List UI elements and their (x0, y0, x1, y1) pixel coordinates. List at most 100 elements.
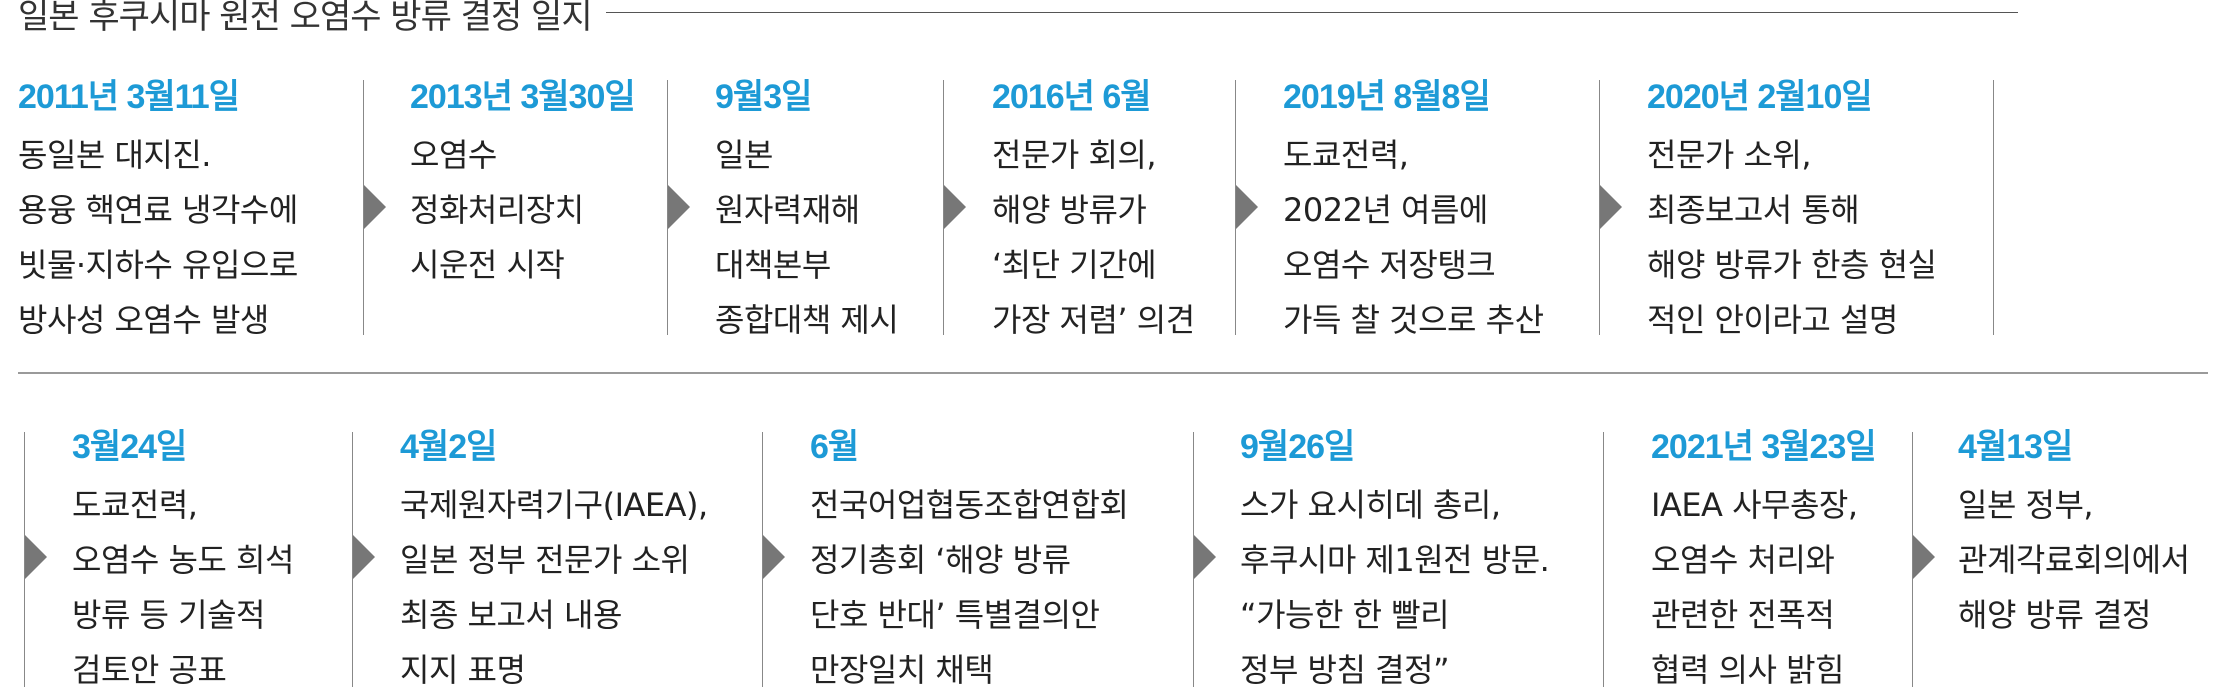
entry-line: 용융 핵연료 냉각수에 (18, 191, 298, 229)
page-title: 일본 후쿠시마 원전 오염수 방류 결정 일지 (18, 0, 593, 37)
arrow-icon (763, 535, 785, 579)
entry-description: 스가 요시히데 총리, 후쿠시마 제1원전 방문. “가능한 한 빨리 정부 방… (1240, 478, 1550, 698)
entry-date: 9월3일 (715, 78, 812, 116)
entry-line: 관계각료회의에서 (1958, 541, 2190, 579)
entry-description: 도쿄전력, 오염수 농도 희석 방류 등 기술적 검토안 공표 (72, 478, 294, 698)
arrow-icon (353, 535, 375, 579)
entry-line: 가득 찰 것으로 추산 (1283, 301, 1544, 339)
row-divider (18, 372, 2208, 374)
arrow-icon (944, 185, 966, 229)
entry-description: 전국어업협동조합연합회 정기총회 ‘해양 방류 단호 반대’ 특별결의안 만장일… (810, 478, 1129, 698)
entry-line: 최종 보고서 내용 (400, 596, 622, 634)
timeline-entry: 2013년 3월30일 오염수 정화처리장치 시운전 시작 (410, 72, 636, 293)
timeline-entry: 9월26일 스가 요시히데 총리, 후쿠시마 제1원전 방문. “가능한 한 빨… (1240, 422, 1550, 698)
entry-line: 방사성 오염수 발생 (18, 301, 269, 339)
entry-line: 전국어업협동조합연합회 (810, 486, 1129, 524)
entry-line: 협력 의사 밝힘 (1651, 651, 1844, 689)
entry-line: 검토안 공표 (72, 651, 227, 689)
separator-line (762, 432, 763, 687)
entry-line: 대책본부 (715, 246, 831, 284)
separator-line (1603, 432, 1604, 687)
entry-line: 관련한 전폭적 (1651, 596, 1835, 634)
timeline-entry: 6월 전국어업협동조합연합회 정기총회 ‘해양 방류 단호 반대’ 특별결의안 … (810, 422, 1129, 698)
entry-line: 국제원자력기구(IAEA), (400, 486, 708, 524)
entry-description: IAEA 사무총장, 오염수 처리와 관련한 전폭적 협력 의사 밝힘 (1651, 478, 1876, 698)
entry-line: 해양 방류가 한층 현실 (1647, 246, 1937, 284)
separator-line (363, 80, 364, 335)
arrow-icon (1600, 185, 1622, 229)
entry-description: 국제원자력기구(IAEA), 일본 정부 전문가 소위 최종 보고서 내용 지지… (400, 478, 708, 698)
entry-line: 적인 안이라고 설명 (1647, 301, 1898, 339)
entry-date: 4월13일 (1958, 428, 2073, 466)
entry-date: 3월24일 (72, 428, 187, 466)
entry-line: “가능한 한 빨리 (1240, 596, 1450, 634)
timeline-entry: 2021년 3월23일 IAEA 사무총장, 오염수 처리와 관련한 전폭적 협… (1651, 422, 1877, 698)
entry-date: 2016년 6월 (992, 78, 1152, 116)
timeline-entry: 2020년 2월10일 전문가 소위, 최종보고서 통해 해양 방류가 한층 현… (1647, 72, 1937, 348)
entry-line: 일본 정부, (1958, 486, 2094, 524)
arrow-icon (25, 535, 47, 579)
entry-date: 2020년 2월10일 (1647, 78, 1873, 116)
separator-line (24, 432, 25, 687)
entry-line: 오염수 처리와 (1651, 541, 1835, 579)
entry-description: 일본 원자력재해 대책본부 종합대책 제시 (715, 128, 899, 348)
entry-line: 2022년 여름에 (1283, 191, 1488, 229)
entry-line: IAEA 사무총장, (1651, 486, 1858, 524)
entry-line: 최종보고서 통해 (1647, 191, 1860, 229)
entry-line: 빗물·지하수 유입으로 (18, 246, 298, 284)
entry-date: 4월2일 (400, 428, 497, 466)
entry-line: 단호 반대’ 특별결의안 (810, 596, 1100, 634)
arrow-icon (364, 185, 386, 229)
entry-line: 지지 표명 (400, 651, 526, 689)
entry-line: 가장 저렴’ 의견 (992, 301, 1195, 339)
entry-date: 2019년 8월8일 (1283, 78, 1491, 116)
entry-description: 전문가 회의, 해양 방류가 ‘최단 기간에 가장 저렴’ 의견 (992, 128, 1195, 348)
entry-description: 오염수 정화처리장치 시운전 시작 (410, 128, 635, 293)
entry-date: 2011년 3월11일 (18, 78, 240, 116)
entry-line: 도쿄전력, (1283, 136, 1409, 174)
entry-line: 원자력재해 (715, 191, 860, 229)
entry-line: 정화처리장치 (410, 191, 584, 229)
entry-line: 전문가 소위, (1647, 136, 1812, 174)
separator-line (1193, 432, 1194, 687)
separator-line (1993, 80, 1994, 335)
entry-line: 전문가 회의, (992, 136, 1157, 174)
entry-description: 동일본 대지진. 용융 핵연료 냉각수에 빗물·지하수 유입으로 방사성 오염수… (18, 128, 298, 348)
entry-line: 오염수 저장탱크 (1283, 246, 1496, 284)
entry-line: 시운전 시작 (410, 246, 565, 284)
entry-line: 일본 정부 전문가 소위 (400, 541, 690, 579)
separator-line (943, 80, 944, 335)
entry-line: 해양 방류 결정 (1958, 596, 2151, 634)
timeline-entry: 2019년 8월8일 도쿄전력, 2022년 여름에 오염수 저장탱크 가득 찰… (1283, 72, 1544, 348)
entry-line: 오염수 (410, 136, 497, 174)
entry-line: 도쿄전력, (72, 486, 198, 524)
entry-line: 오염수 농도 희석 (72, 541, 294, 579)
separator-line (352, 432, 353, 687)
entry-line: 일본 (715, 136, 773, 174)
entry-description: 일본 정부, 관계각료회의에서 해양 방류 결정 (1958, 478, 2190, 643)
entry-date: 9월26일 (1240, 428, 1355, 466)
entry-line: 종합대책 제시 (715, 301, 899, 339)
entry-line: 방류 등 기술적 (72, 596, 265, 634)
entry-description: 도쿄전력, 2022년 여름에 오염수 저장탱크 가득 찰 것으로 추산 (1283, 128, 1544, 348)
entry-line: 만장일치 채택 (810, 651, 994, 689)
arrow-icon (1913, 535, 1935, 579)
timeline-entry: 2011년 3월11일 동일본 대지진. 용융 핵연료 냉각수에 빗물·지하수 … (18, 72, 298, 348)
timeline-entry: 9월3일 일본 원자력재해 대책본부 종합대책 제시 (715, 72, 899, 348)
timeline-entry: 3월24일 도쿄전력, 오염수 농도 희석 방류 등 기술적 검토안 공표 (72, 422, 294, 698)
entry-line: 정기총회 ‘해양 방류 (810, 541, 1071, 579)
entry-line: 동일본 대지진. (18, 136, 211, 174)
title-rule (605, 11, 2018, 13)
entry-description: 전문가 소위, 최종보고서 통해 해양 방류가 한층 현실 적인 안이라고 설명 (1647, 128, 1937, 348)
arrow-icon (1236, 185, 1258, 229)
entry-line: ‘최단 기간에 (992, 246, 1157, 284)
separator-line (1235, 80, 1236, 335)
title-row: 일본 후쿠시마 원전 오염수 방류 결정 일지 (18, 0, 2018, 40)
entry-line: 스가 요시히데 총리, (1240, 486, 1501, 524)
separator-line (667, 80, 668, 335)
separator-line (1912, 432, 1913, 687)
arrow-icon (1194, 535, 1216, 579)
timeline-entry: 4월13일 일본 정부, 관계각료회의에서 해양 방류 결정 (1958, 422, 2190, 643)
timeline-entry: 4월2일 국제원자력기구(IAEA), 일본 정부 전문가 소위 최종 보고서 … (400, 422, 708, 698)
entry-line: 정부 방침 결정” (1240, 651, 1450, 689)
